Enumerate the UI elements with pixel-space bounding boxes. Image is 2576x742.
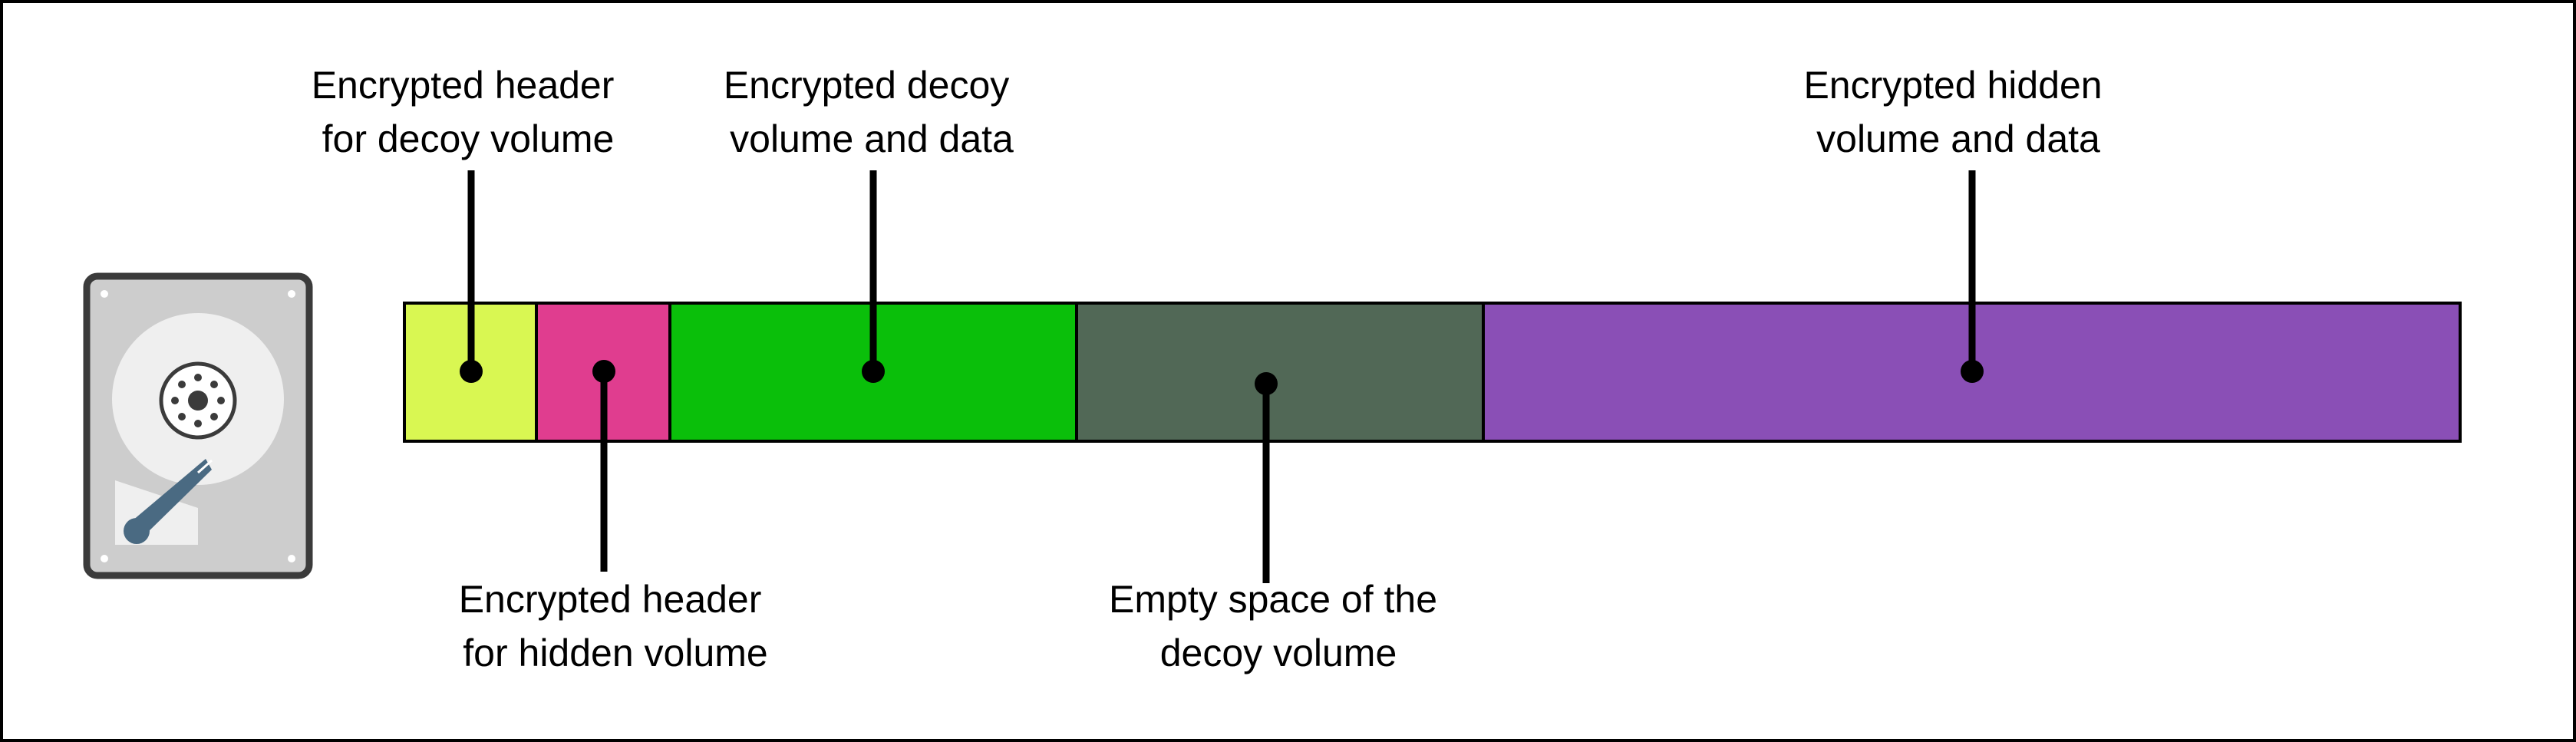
label-decoy-header: Encrypted header for decoy volume: [312, 64, 625, 160]
callout-dot: [592, 360, 615, 383]
callout-dot: [460, 360, 483, 383]
label-decoy-volume: Encrypted decoy volume and data: [724, 64, 1020, 160]
callout-decoy-volume: [862, 170, 885, 383]
callout-empty-space: [1255, 372, 1278, 583]
callout-dot: [1255, 372, 1278, 395]
label-hidden-header: Encrypted header for hidden volume: [459, 578, 773, 674]
storage-bar: [403, 302, 2462, 443]
callout-dot: [862, 360, 885, 383]
callout-hidden-header: [592, 360, 615, 572]
callout-decoy-header: [460, 170, 483, 383]
callout-dot: [1961, 360, 1984, 383]
hard-drive-icon: [83, 272, 313, 579]
label-hidden-volume: Encrypted hidden volume and data: [1803, 64, 2113, 160]
callout-hidden-volume: [1961, 170, 1984, 383]
segment-decoy-empty-space: [1075, 302, 1485, 443]
label-empty-space: Empty space of the decoy volume: [1109, 578, 1448, 674]
